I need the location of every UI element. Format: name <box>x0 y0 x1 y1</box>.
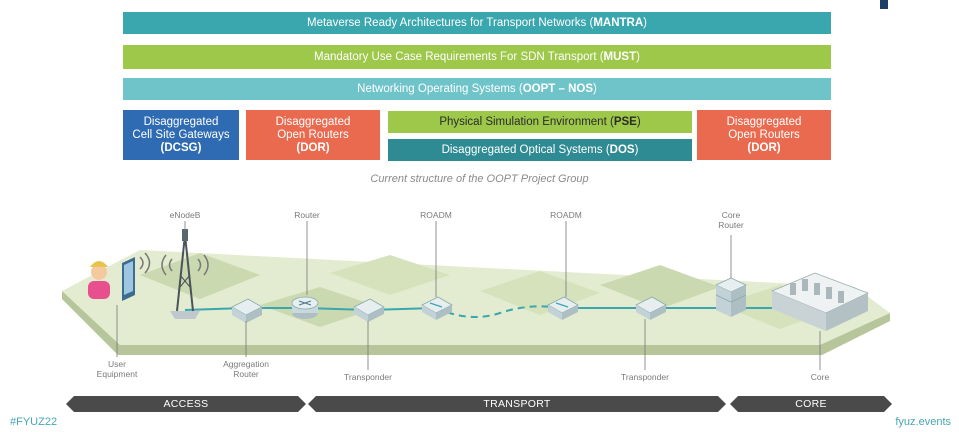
network-illustration <box>62 221 890 370</box>
access-arrow <box>66 396 306 412</box>
label-router: Router <box>294 210 320 220</box>
dcsg-box: Disaggregated Cell Site Gateways (DCSG) <box>123 110 239 160</box>
label-aggregation-router-line2: Router <box>233 369 259 379</box>
dor-left-line1: Disaggregated <box>275 115 351 128</box>
roadm-2-icon <box>547 296 579 320</box>
nos-bar: Networking Operating Systems (OOPT – NOS… <box>123 78 831 100</box>
must-bar: Mandatory Use Case Requirements For SDN … <box>123 45 831 69</box>
label-aggregation-router-line1: Aggregation <box>223 359 269 369</box>
enodeb-tower-icon <box>161 229 209 319</box>
user-equipment-icon <box>88 252 151 301</box>
nos-text: Networking Operating Systems ( <box>357 83 523 95</box>
stage-access: ACCESS <box>163 398 209 410</box>
dcsg-line2: Cell Site Gateways <box>132 128 230 141</box>
pse-end: ) <box>636 116 641 128</box>
dos-end: ) <box>634 144 639 156</box>
stage-core: CORE <box>795 398 827 410</box>
must-end: ) <box>636 51 640 63</box>
ground-platform <box>62 250 890 355</box>
mantra-bar: Metaverse Ready Architectures for Transp… <box>123 12 831 34</box>
nos-end: ) <box>593 83 597 95</box>
pse-abbr: PSE <box>613 116 637 128</box>
must-text: Mandatory Use Case Requirements For SDN … <box>314 51 604 63</box>
label-user-equipment-line1: User <box>108 359 126 369</box>
dor-left-box: Disaggregated Open Routers (DOR) <box>246 110 380 160</box>
dor-left-line2: Open Routers <box>277 128 349 141</box>
transport-arrow <box>308 396 726 412</box>
aggregation-router-icon <box>231 298 263 323</box>
core-datacenter-icon <box>770 272 870 331</box>
dos-text: Disaggregated Optical Systems ( <box>441 144 610 156</box>
label-pointers <box>116 221 821 370</box>
label-roadm-1: ROADM <box>420 210 452 220</box>
core-arrow <box>730 396 892 412</box>
mantra-abbr: MANTRA <box>593 17 644 29</box>
transponder-right-icon <box>635 296 667 320</box>
dor-right-line1: Disaggregated <box>726 115 802 128</box>
nos-abbr: OOPT – NOS <box>522 83 593 95</box>
dor-right-abbr: (DOR) <box>747 141 781 154</box>
stage-arrows <box>66 396 892 412</box>
footer-site[interactable]: fyuz.events <box>895 416 951 428</box>
footer-hashtag: #FYUZ22 <box>10 416 58 428</box>
label-user-equipment-line2: Equipment <box>96 369 138 379</box>
dor-right-box: Disaggregated Open Routers (DOR) <box>697 110 831 160</box>
label-transponder-left: Transponder <box>344 372 392 382</box>
dor-left-abbr: (DOR) <box>296 141 330 154</box>
stage-transport: TRANSPORT <box>483 398 551 410</box>
dor-right-line2: Open Routers <box>728 128 800 141</box>
logo-fragment <box>880 0 888 9</box>
label-core-router-line2: Router <box>718 220 744 230</box>
label-transponder-right: Transponder <box>621 372 669 382</box>
roadm-1-icon <box>421 296 453 320</box>
diagram-caption: Current structure of the OOPT Project Gr… <box>370 173 589 185</box>
router-icon <box>291 296 319 319</box>
core-router-icon <box>715 277 747 317</box>
mantra-end: ) <box>643 17 647 29</box>
dcsg-abbr: (DCSG) <box>160 141 202 154</box>
label-core: Core <box>810 372 830 382</box>
must-abbr: MUST <box>603 51 637 63</box>
pse-box: Physical Simulation Environment (PSE) <box>388 111 692 133</box>
label-roadm-2: ROADM <box>550 210 582 220</box>
transponder-left-icon <box>353 298 385 322</box>
dos-box: Disaggregated Optical Systems (DOS) <box>388 139 692 161</box>
mantra-text: Metaverse Ready Architectures for Transp… <box>307 17 594 29</box>
label-enodeb: eNodeB <box>169 210 201 220</box>
label-core-router-line1: Core <box>721 210 741 220</box>
dcsg-line1: Disaggregated <box>143 115 219 128</box>
pse-text: Physical Simulation Environment ( <box>439 116 614 128</box>
dos-abbr: DOS <box>609 144 635 156</box>
